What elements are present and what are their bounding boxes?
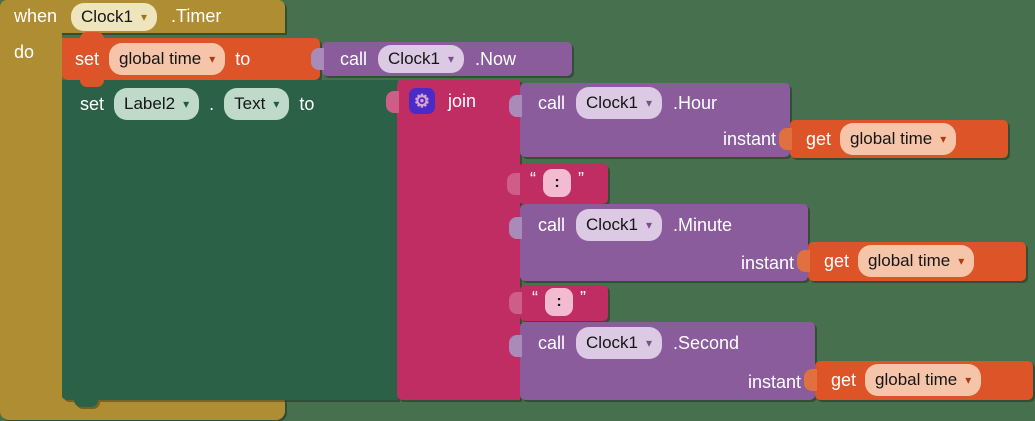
when-keyword: when [14, 6, 58, 26]
instant-param-label: instant [747, 372, 801, 392]
get-keyword: get [824, 250, 850, 271]
plug-connector [509, 335, 522, 357]
dropdown-arrow-icon: ▾ [183, 97, 190, 111]
component-name: Clock1 [586, 215, 638, 234]
get-keyword: get [831, 369, 857, 390]
method-name: .Hour [673, 92, 718, 113]
method-name: .Now [475, 48, 517, 69]
when-component-label: Clock1 [81, 6, 133, 26]
component-dropdown[interactable]: Clock1 ▾ [576, 209, 663, 241]
method-name: .Second [673, 332, 740, 353]
call-keyword: call [538, 214, 566, 235]
block-bottom-connector [74, 400, 98, 407]
dropdown-arrow-icon: ▾ [645, 218, 653, 232]
when-event-block-bottom[interactable] [0, 398, 285, 420]
plug-connector [509, 217, 522, 239]
text-string-block[interactable]: “ : ” [507, 164, 608, 204]
prev-block-connector [80, 80, 104, 87]
plug-connector [311, 48, 324, 70]
plug-connector [509, 95, 522, 117]
set-keyword: set [75, 48, 100, 69]
when-component-dropdown[interactable]: Clock1 ▾ [71, 2, 158, 31]
component-name: Clock1 [586, 333, 638, 352]
get-variable-block[interactable]: get global time ▾ [779, 120, 1008, 158]
string-value-field[interactable]: : [543, 169, 571, 197]
plug-connector [797, 250, 810, 272]
component-dropdown[interactable]: Label2 ▾ [114, 88, 200, 120]
text-string-block[interactable]: “ : ” [509, 285, 608, 321]
close-quote: ” [580, 287, 586, 308]
get-variable-block[interactable]: get global time ▾ [797, 242, 1026, 281]
component-name: Clock1 [586, 93, 638, 112]
component-name: Clock1 [388, 49, 440, 68]
when-event-block-top[interactable]: when Clock1 ▾ .Timer [0, 0, 285, 33]
component-dropdown[interactable]: Clock1 ▾ [576, 327, 663, 359]
property-dropdown[interactable]: Text ▾ [224, 88, 290, 120]
block-top-connector [80, 32, 104, 39]
dropdown-arrow-icon: ▾ [958, 254, 965, 268]
get-keyword: get [806, 128, 832, 149]
join-label: join [448, 90, 477, 111]
call-keyword: call [340, 48, 368, 69]
method-name: .Minute [673, 214, 733, 235]
variable-name: global time [850, 129, 933, 148]
variable-name: global time [875, 370, 958, 389]
plug-connector [509, 292, 522, 314]
variable-name: global time [119, 49, 202, 68]
dropdown-arrow-icon: ▾ [965, 373, 972, 387]
plug-connector [779, 128, 792, 150]
set-keyword: set [80, 93, 105, 114]
plug-connector [386, 91, 399, 113]
component-dropdown[interactable]: Clock1 ▾ [378, 45, 465, 73]
instant-param-label: instant [722, 129, 776, 149]
variable-dropdown[interactable]: global time ▾ [858, 245, 975, 277]
dropdown-arrow-icon: ▾ [645, 336, 653, 350]
open-quote: “ [530, 168, 536, 189]
dropdown-arrow-icon: ▾ [141, 9, 148, 24]
call-hour-block[interactable]: call Clock1 ▾ .Hour instant [509, 83, 790, 157]
dropdown-arrow-icon: ▾ [447, 52, 455, 66]
dropdown-arrow-icon: ▾ [645, 96, 653, 110]
join-block[interactable]: ⚙ join [386, 80, 520, 400]
string-value-field[interactable]: : [545, 288, 573, 316]
open-quote: “ [532, 287, 538, 308]
property-name: Text [234, 94, 266, 113]
close-quote: ” [578, 168, 584, 189]
call-now-block[interactable]: call Clock1 ▾ .Now [311, 42, 572, 76]
plug-connector [804, 369, 817, 391]
gear-icon[interactable]: ⚙ [409, 88, 435, 114]
instant-param-label: instant [740, 253, 794, 273]
when-event-label: .Timer [171, 6, 222, 26]
to-label: to [235, 48, 251, 69]
call-second-block[interactable]: call Clock1 ▾ .Second instant [509, 322, 815, 400]
variable-name: global time [868, 251, 951, 270]
set-property-block[interactable]: set Label2 ▾ . Text ▾ to [62, 80, 398, 407]
do-label: do [14, 42, 35, 62]
call-keyword: call [538, 332, 566, 353]
call-keyword: call [538, 92, 566, 113]
variable-dropdown[interactable]: global time ▾ [109, 43, 226, 75]
set-variable-block[interactable]: set global time ▾ to [62, 32, 320, 80]
to-label: to [299, 93, 315, 114]
variable-dropdown[interactable]: global time ▾ [840, 123, 957, 155]
dropdown-arrow-icon: ▾ [209, 52, 216, 66]
separator-dot: . [209, 93, 215, 114]
component-name: Label2 [124, 94, 176, 113]
dropdown-arrow-icon: ▾ [273, 97, 280, 111]
dropdown-arrow-icon: ▾ [940, 132, 947, 146]
variable-dropdown[interactable]: global time ▾ [865, 364, 982, 396]
when-event-block-left-column[interactable]: do [0, 33, 62, 398]
call-minute-block[interactable]: call Clock1 ▾ .Minute instant [509, 204, 808, 281]
plug-connector [507, 173, 520, 195]
get-variable-block[interactable]: get global time ▾ [804, 361, 1033, 400]
component-dropdown[interactable]: Clock1 ▾ [576, 87, 663, 119]
